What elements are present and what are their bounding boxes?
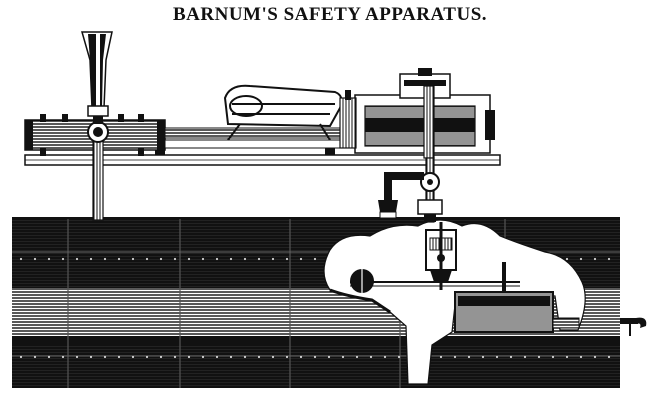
connecting-shaft: [164, 127, 346, 149]
left-pipe: [87, 121, 109, 221]
float-ball: [350, 269, 374, 293]
tank-box: [454, 291, 580, 333]
valve-mechanism: [425, 222, 457, 290]
outlet-spout: [620, 317, 647, 336]
feed-pipe-valve: [378, 157, 443, 223]
engine-block: [339, 68, 495, 159]
page-title: BARNUM'S SAFETY APPARATUS.: [172, 4, 488, 25]
funnel-intake: [81, 31, 113, 124]
